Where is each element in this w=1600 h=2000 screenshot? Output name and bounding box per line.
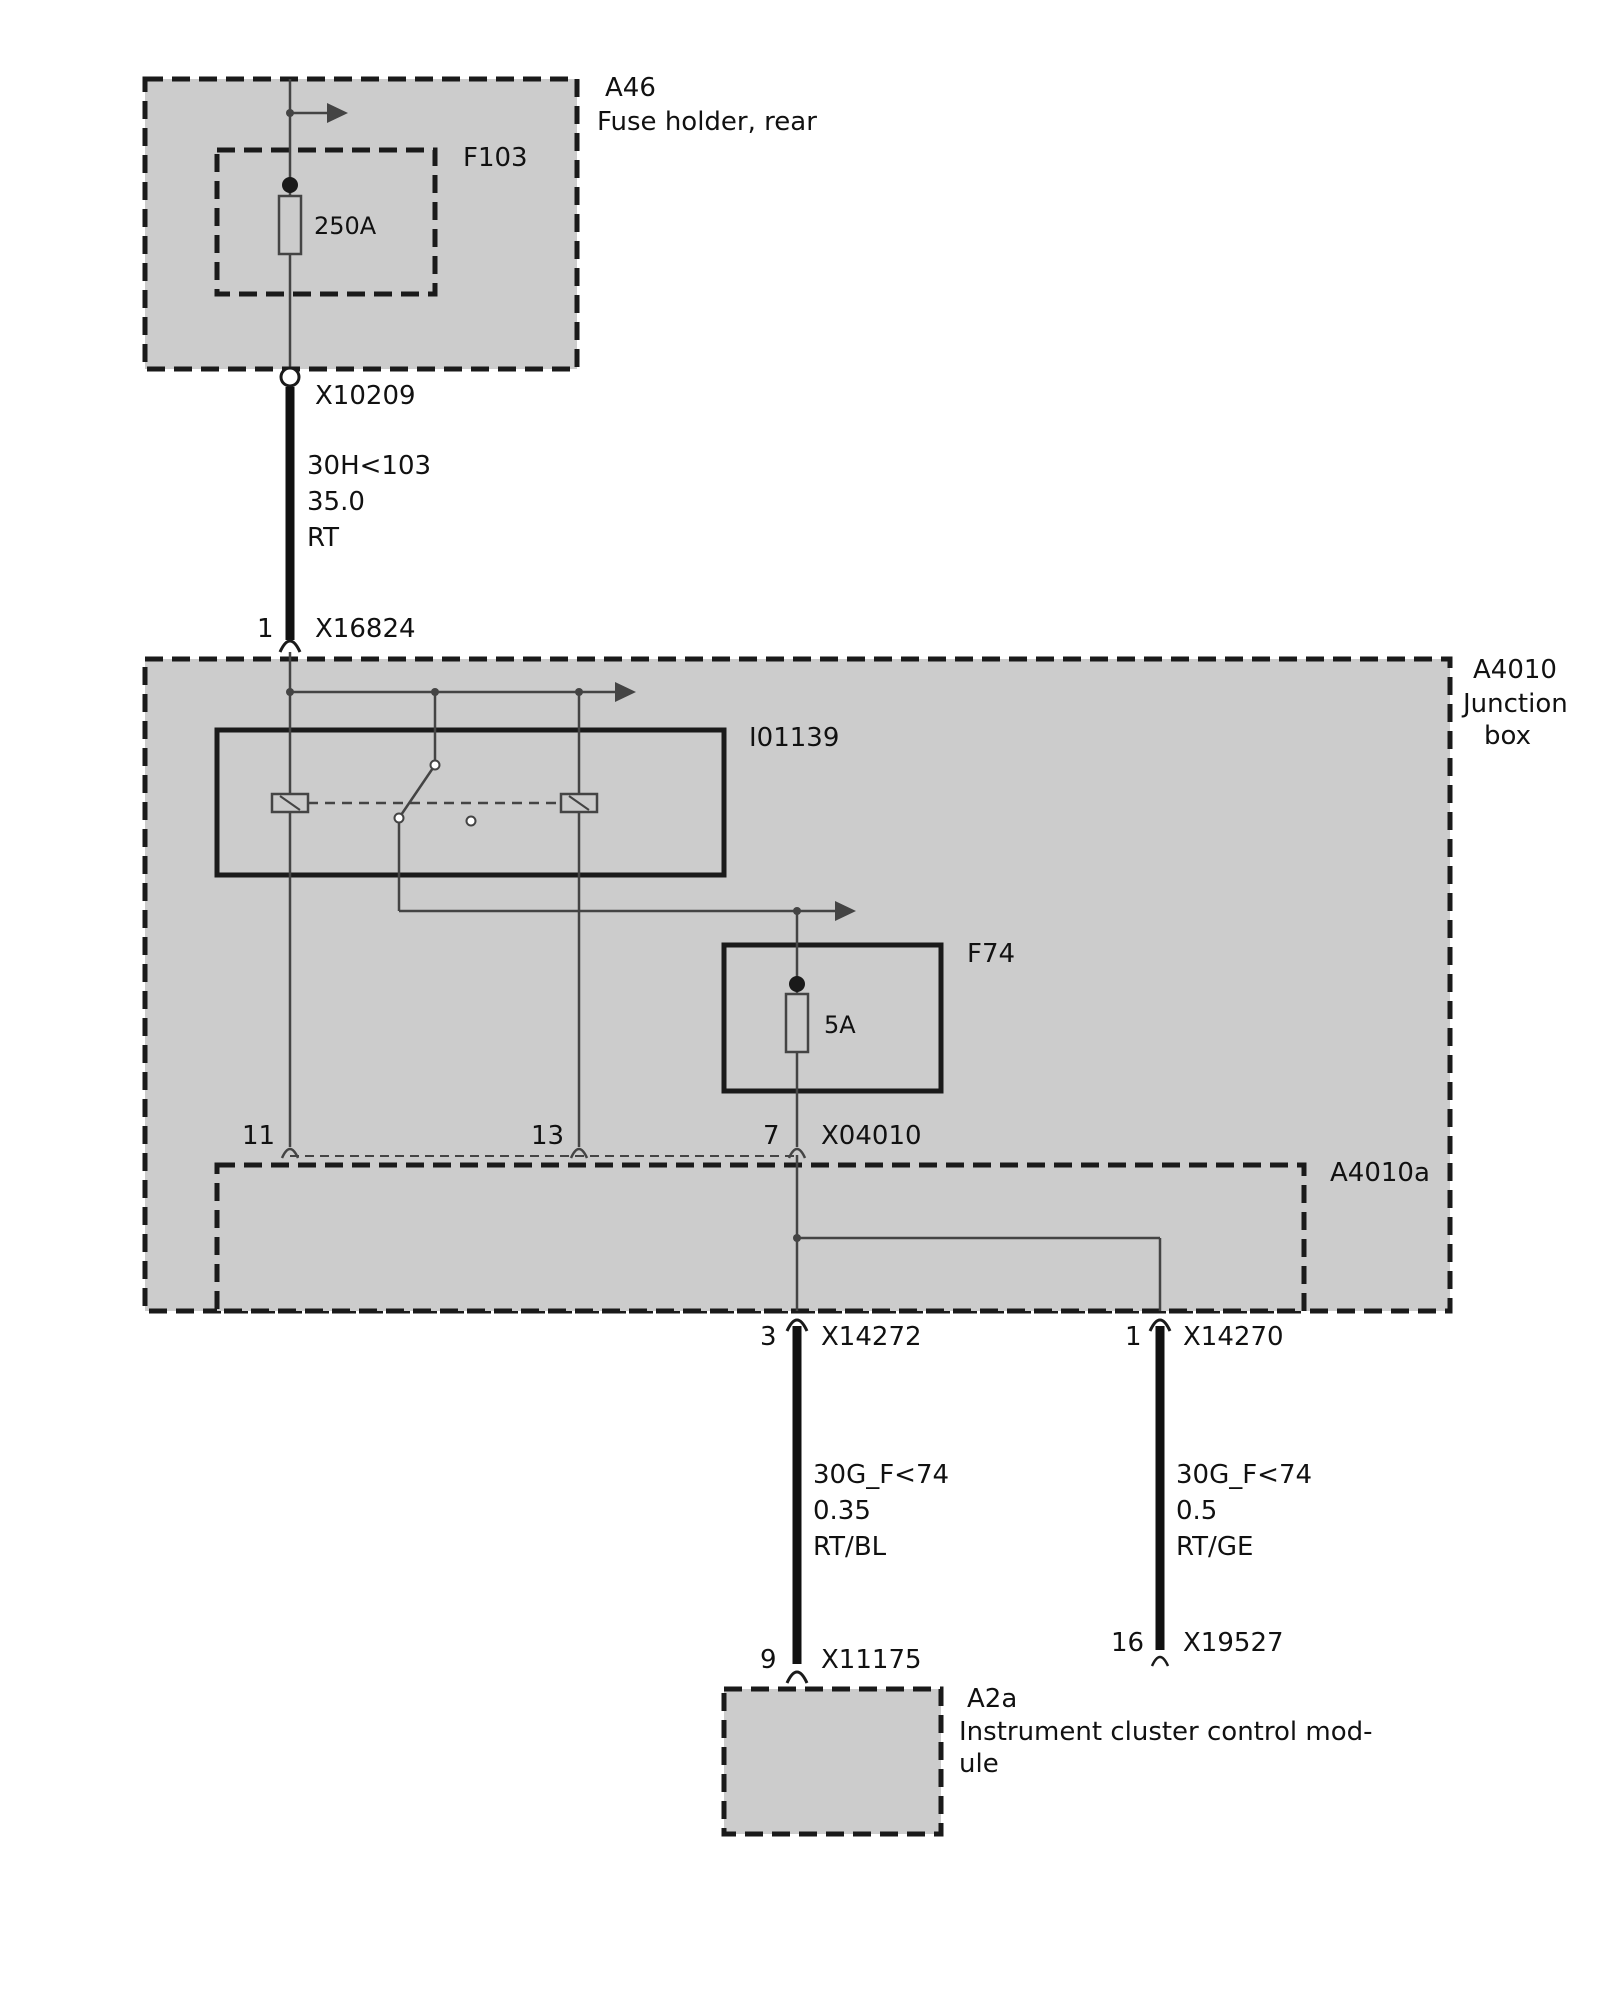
- x04010-pin11-label: 11: [242, 1121, 275, 1151]
- x16824-id-label: X16824: [315, 614, 416, 644]
- f74-id-label: F74: [967, 939, 1015, 969]
- f103-fuse-icon[interactable]: [277, 194, 303, 256]
- x14272-id-label: X14272: [821, 1322, 922, 1352]
- a46-id-label: A46: [605, 73, 656, 103]
- wire2-circuit-label: 30G_F<74: [813, 1460, 949, 1490]
- a46-branch-arrow-icon: [327, 103, 348, 123]
- x11175-connector-icon[interactable]: [785, 1670, 809, 1684]
- i01139-id-label: I01139: [749, 723, 839, 753]
- x04010-pin13-icon[interactable]: [569, 1147, 589, 1159]
- f103-id-label: F103: [463, 143, 528, 173]
- junction-dot: [431, 688, 439, 696]
- relay-contact-open: [465, 815, 477, 827]
- x11175-id-label: X11175: [821, 1645, 922, 1675]
- wire1-color-label: RT: [307, 523, 339, 553]
- a4010-name-line2: box: [1484, 721, 1531, 751]
- f74-fuse-icon[interactable]: [784, 992, 810, 1054]
- f74-rating-label: 5A: [824, 1011, 856, 1039]
- a2a-id-label: A2a: [967, 1684, 1017, 1714]
- i01139-relay-box[interactable]: [214, 727, 727, 878]
- f74-contact-dot: [789, 976, 805, 992]
- x19527-connector-icon[interactable]: [1150, 1655, 1170, 1667]
- a2a-instrument-cluster-module[interactable]: [721, 1686, 944, 1837]
- relay-coil-right-icon: [559, 792, 599, 814]
- relay-switch-blade: [397, 764, 437, 819]
- x04010-pin7-label: 7: [763, 1121, 780, 1151]
- wire1-size-label: 35.0: [307, 487, 365, 517]
- x04010-pin7-icon[interactable]: [787, 1147, 807, 1159]
- x14272-pin-label: 3: [760, 1322, 777, 1352]
- a46-name-label: Fuse holder, rear: [597, 107, 817, 137]
- x04010-id-label: X04010: [821, 1121, 922, 1151]
- relay-coil-left-icon: [270, 792, 310, 814]
- f103-contact-dot: [282, 177, 298, 193]
- x04010-pin13-label: 13: [531, 1121, 564, 1151]
- junction-dot: [793, 1234, 801, 1242]
- a4010-id-label: A4010: [1473, 655, 1557, 685]
- f74-feed-arrow-icon: [835, 901, 856, 921]
- a4010-internal-wiring: [288, 652, 1162, 1311]
- f74-fuse-box[interactable]: [721, 942, 944, 1094]
- f103-rating-label: 250A: [314, 212, 377, 240]
- a4010-name-line1: Junction: [1461, 689, 1568, 719]
- a46-fuse-holder[interactable]: [142, 76, 580, 372]
- junction-dot: [286, 688, 294, 696]
- wire3-color-label: RT/GE: [1176, 1532, 1253, 1562]
- x19527-id-label: X19527: [1183, 1628, 1284, 1658]
- relay-contact-closed: [393, 812, 405, 824]
- wire2-size-label: 0.35: [813, 1496, 871, 1526]
- junction-dot: [575, 688, 583, 696]
- bus-top-arrow-icon: [615, 682, 636, 702]
- wire3-size-label: 0.5: [1176, 1496, 1217, 1526]
- junction-dot: [793, 907, 801, 915]
- wire2-color-label: RT/BL: [813, 1532, 887, 1562]
- wire3-circuit-label: 30G_F<74: [1176, 1460, 1312, 1490]
- x11175-pin-label: 9: [760, 1645, 777, 1675]
- a46-junction-dot: [286, 109, 294, 117]
- relay-contact-common: [429, 759, 441, 771]
- x19527-pin-label: 16: [1111, 1628, 1144, 1658]
- x14272-connector-icon[interactable]: [785, 1318, 809, 1332]
- f103-outline: [214, 147, 438, 297]
- x10209-id-label: X10209: [315, 381, 416, 411]
- x14270-id-label: X14270: [1183, 1322, 1284, 1352]
- x14270-pin-label: 1: [1125, 1322, 1142, 1352]
- x16824-connector-icon[interactable]: [278, 639, 302, 653]
- a2a-name-line1: Instrument cluster control mod-: [959, 1717, 1373, 1747]
- x04010-pin11-icon[interactable]: [280, 1147, 300, 1159]
- a2a-name-line2: ule: [959, 1749, 999, 1779]
- x16824-pin-label: 1: [257, 614, 274, 644]
- x14270-connector-icon[interactable]: [1148, 1318, 1172, 1332]
- x10209-connector-icon[interactable]: [279, 366, 301, 388]
- a4010a-id-label: A4010a: [1330, 1158, 1430, 1188]
- wire1-circuit-label: 30H<103: [307, 451, 431, 481]
